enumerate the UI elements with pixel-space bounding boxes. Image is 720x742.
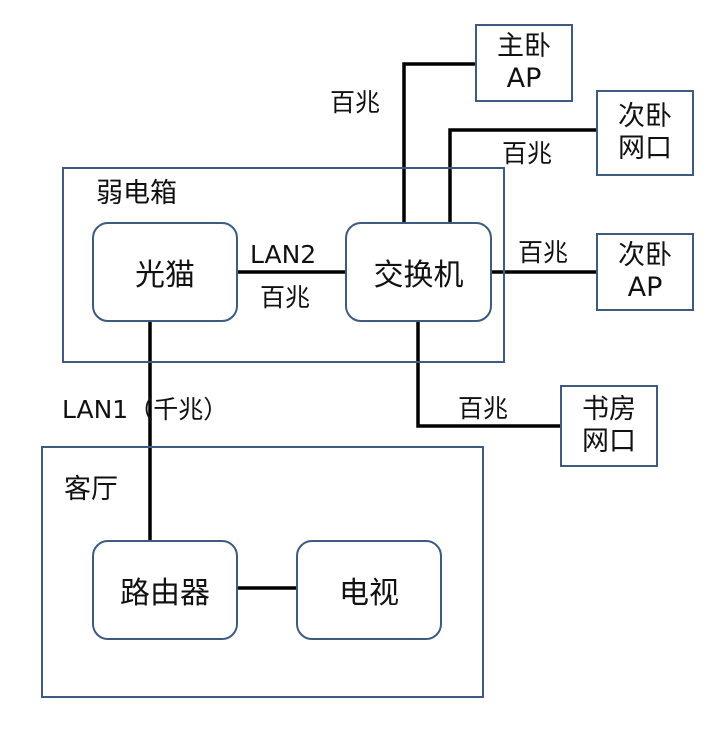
switch-label: 交换机 [373, 258, 464, 293]
second-bedroom-ap-line2: AP [627, 272, 663, 303]
study-port-box: 书房 网口 [560, 385, 658, 467]
wire-switch-second-port [448, 128, 596, 222]
optical-modem-label: 光猫 [135, 258, 195, 293]
second-bedroom-ap-box: 次卧 AP [596, 233, 694, 311]
second-bedroom-ap-line1: 次卧 [618, 239, 672, 271]
study-port-line2: 网口 [582, 426, 636, 457]
link-label-modem-router: LAN1（千兆） [62, 395, 229, 424]
second-bedroom-port-box: 次卧 网口 [596, 90, 694, 176]
link-label-switch-second-ap: 百兆 [518, 238, 569, 267]
switch-node: 交换机 [345, 222, 492, 322]
master-bedroom-ap-box: 主卧 AP [475, 24, 573, 102]
wire-switch-master-ap [402, 62, 475, 222]
master-bedroom-ap-line1: 主卧 [497, 30, 551, 62]
link-label-switch-second-port: 百兆 [502, 139, 553, 168]
master-bedroom-ap-line2: AP [506, 63, 542, 94]
router-label: 路由器 [120, 576, 210, 611]
link-label-switch-study: 百兆 [458, 394, 509, 423]
distribution-box-region [62, 167, 505, 363]
optical-modem-node: 光猫 [92, 222, 238, 322]
living-room-region [41, 446, 484, 698]
study-port-line1: 书房 [582, 393, 636, 425]
distribution-box-label: 弱电箱 [96, 178, 177, 209]
tv-label: 电视 [339, 576, 399, 611]
link-label-modem-switch-speed: 百兆 [260, 283, 311, 312]
second-bedroom-port-line2: 网口 [618, 133, 672, 164]
link-label-modem-switch-port: LAN2 [250, 240, 317, 269]
second-bedroom-port-line1: 次卧 [618, 100, 672, 132]
wire-switch-study [416, 322, 560, 428]
router-node: 路由器 [92, 540, 238, 640]
tv-node: 电视 [296, 540, 442, 640]
link-label-switch-master-ap: 百兆 [330, 88, 381, 117]
living-room-label: 客厅 [64, 474, 118, 505]
